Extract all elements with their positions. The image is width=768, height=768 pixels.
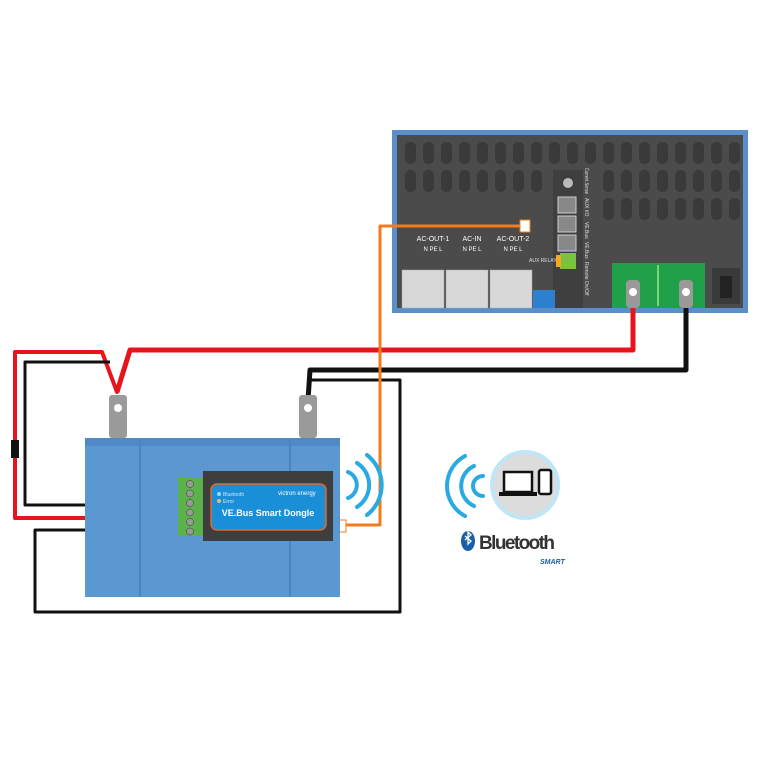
label-aux-io: AUX I/O — [583, 198, 589, 216]
vent-slot — [459, 142, 470, 164]
vent-slot — [405, 170, 416, 192]
vent-slot — [423, 142, 434, 164]
vent-slot — [729, 170, 740, 192]
vent-slot — [423, 170, 434, 192]
inverter: Current Sense AUX I/O VE.Bus VE.Bus Remo… — [392, 130, 748, 313]
negative-terminal — [299, 395, 317, 438]
terminal-screw — [186, 499, 194, 507]
terminal-screw — [186, 489, 194, 498]
vent-slot — [693, 142, 704, 164]
vent-slot — [729, 198, 740, 220]
vent-slot — [531, 142, 542, 164]
power-switch[interactable] — [720, 276, 732, 298]
wireless-icon — [346, 453, 384, 517]
vent-slot — [549, 142, 560, 164]
vent-slot — [495, 170, 506, 192]
vent-slot — [621, 170, 632, 192]
ve-bus-cable — [345, 224, 520, 527]
vent-slot — [711, 170, 722, 192]
negative-cable — [305, 308, 689, 401]
wires — [11, 219, 689, 614]
label-vebus-1: VE.Bus — [583, 222, 589, 239]
vent-slot — [675, 198, 686, 220]
vent-slot — [639, 198, 650, 220]
vent-slot — [729, 142, 740, 164]
vent-slot — [675, 170, 686, 192]
vent-slot — [657, 198, 668, 220]
vent-slot — [567, 142, 578, 164]
terminal-screw — [186, 508, 194, 517]
phone-icon — [537, 468, 553, 496]
label-aux-relay: AUX RELAY — [529, 258, 557, 264]
label-vebus-2: VE.Bus — [583, 242, 589, 259]
vent-slot — [693, 170, 704, 192]
vent-slot — [603, 198, 614, 220]
bluetooth-wordmark: Bluetooth — [479, 533, 555, 554]
vent-slot — [657, 170, 668, 192]
led-bluetooth-label: Bluetooth — [223, 492, 244, 498]
vent-slot — [531, 170, 542, 192]
vent-slot — [711, 142, 722, 164]
vent-slot — [639, 170, 650, 192]
vent-slot — [711, 198, 722, 220]
vent-slot — [495, 142, 506, 164]
positive-terminal — [109, 395, 127, 438]
bluetooth-devices-icon — [445, 450, 560, 520]
pin-labels-1: N PE L — [423, 247, 443, 253]
pin-labels-2: N PE L — [462, 247, 482, 253]
vent-slot — [477, 170, 488, 192]
vent-slot — [621, 142, 632, 164]
label-ac-out-1: AC-OUT-1 — [417, 236, 450, 243]
vent-slot — [441, 142, 452, 164]
vent-slot — [585, 142, 596, 164]
vent-slot — [621, 198, 632, 220]
led-error-label: Error — [223, 499, 234, 505]
vent-slot — [513, 142, 524, 164]
vent-slot — [513, 170, 524, 192]
label-current-sense: Current Sense — [583, 168, 589, 194]
terminal-screw — [186, 480, 194, 488]
terminal-screw — [186, 527, 194, 536]
pin-labels-3: N PE L — [503, 247, 523, 253]
ve-bus-smart-dongle: Bluetooth Error victron energy VE.Bus Sm… — [178, 471, 333, 541]
terminal-screw — [186, 518, 194, 526]
vent-slot — [477, 142, 488, 164]
vent-slot — [603, 170, 614, 192]
bluetooth-smart-logo: Bluetooth SMART — [461, 530, 565, 566]
vent-slot — [603, 142, 614, 164]
laptop-icon — [502, 470, 534, 494]
vent-slot — [639, 142, 650, 164]
vent-slot — [693, 198, 704, 220]
vent-slot — [459, 170, 470, 192]
vent-slot — [405, 142, 416, 164]
vent-slot — [441, 170, 452, 192]
label-ac-in: AC-IN — [462, 236, 481, 243]
label-remote: Remote On/Off — [583, 262, 589, 296]
bluetooth-smart-label: SMART — [540, 559, 565, 566]
vent-slot — [657, 142, 668, 164]
label-ac-out-2: AC-OUT-2 — [497, 236, 530, 243]
brand-logo: victron energy — [278, 491, 316, 497]
dongle-name: VE.Bus Smart Dongle — [222, 508, 315, 518]
vent-slot — [675, 142, 686, 164]
